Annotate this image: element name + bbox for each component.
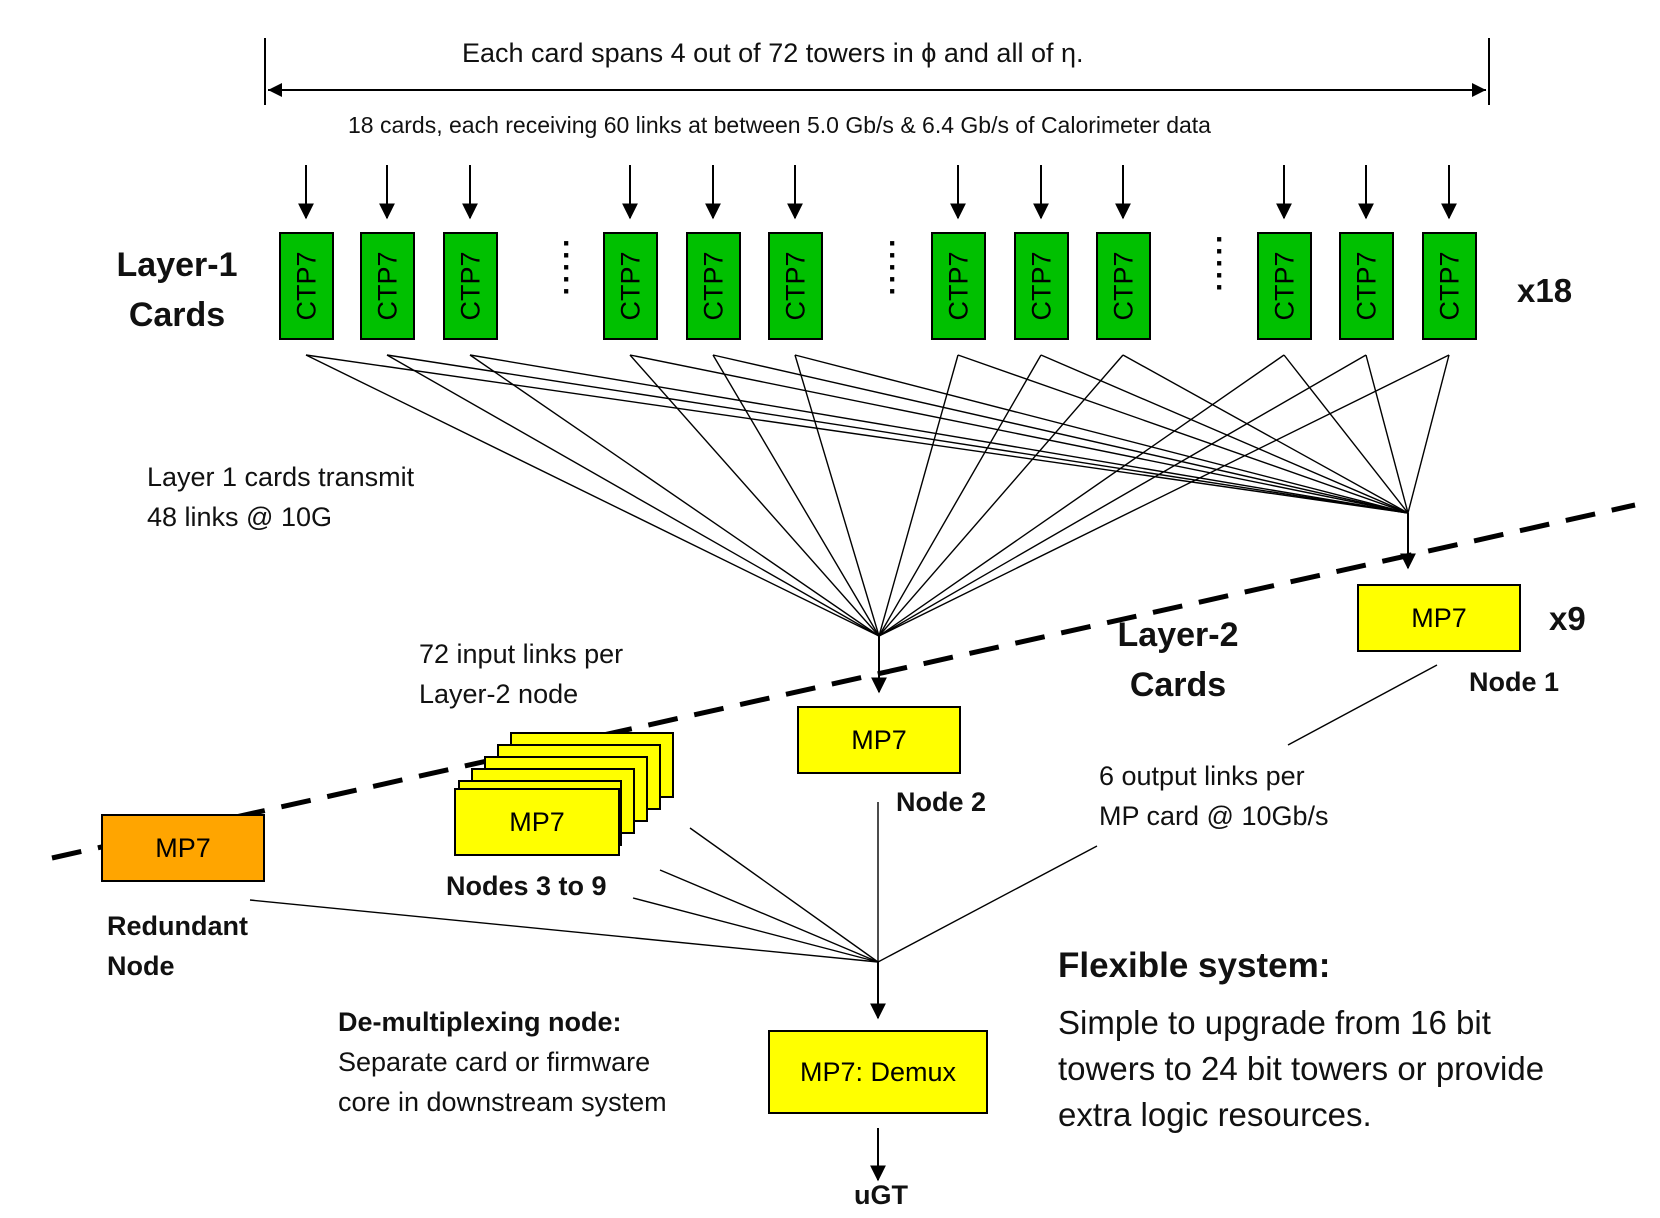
mp7-demux: MP7: Demux bbox=[768, 1030, 988, 1114]
ctp7-card: CTP7 bbox=[360, 232, 415, 340]
layer1-transmit-note: Layer 1 cards transmit 48 links @ 10G bbox=[147, 457, 414, 537]
layer1-link-line bbox=[1040, 354, 1409, 514]
node1-label: Node 1 bbox=[1469, 667, 1560, 697]
redundant-label: Redundant Node bbox=[107, 906, 248, 986]
layer1-to-layer2-links bbox=[305, 354, 1450, 637]
ctp7-label: CTP7 bbox=[1026, 251, 1056, 321]
layer2-multiplier: x9 bbox=[1549, 600, 1586, 637]
transmit-line1: Layer 1 cards transmit bbox=[147, 462, 415, 492]
ellipsis-dots: ····· bbox=[1215, 223, 1225, 304]
ctp7-card: CTP7 bbox=[1014, 232, 1069, 340]
nodes39-label: Nodes 3 to 9 bbox=[446, 871, 607, 901]
mp7-redundant-node: MP7 bbox=[101, 814, 265, 882]
ctp7-label: CTP7 bbox=[1434, 251, 1464, 321]
ctp7-label: CTP7 bbox=[1351, 251, 1381, 321]
ctp7-card: CTP7 bbox=[931, 232, 986, 340]
output-line2: MP card @ 10Gb/s bbox=[1099, 801, 1329, 831]
ctp7-card: CTP7 bbox=[686, 232, 741, 340]
ctp7-card: CTP7 bbox=[1339, 232, 1394, 340]
layer1-link-line bbox=[878, 354, 959, 637]
ctp7-card: CTP7 bbox=[768, 232, 823, 340]
output-line1: 6 output links per bbox=[1099, 761, 1305, 791]
layer1-link-line bbox=[629, 354, 880, 637]
ctp7-card: CTP7 bbox=[443, 232, 498, 340]
transmit-line2: 48 links @ 10G bbox=[147, 502, 332, 532]
ctp7-label: CTP7 bbox=[698, 251, 728, 321]
ctp7-label: CTP7 bbox=[615, 251, 645, 321]
layer2-title-line1: Layer-2 bbox=[1117, 616, 1239, 654]
layer1-link-line bbox=[1122, 354, 1409, 514]
layer1-link-line bbox=[305, 354, 880, 637]
layer2-dashed-divider bbox=[51, 502, 1636, 861]
layer1-link-line bbox=[1407, 354, 1450, 514]
layer1-link-line bbox=[469, 354, 880, 637]
redundant-line2: Node bbox=[107, 951, 175, 981]
ctp7-label: CTP7 bbox=[1269, 251, 1299, 321]
ctp7-card: CTP7 bbox=[279, 232, 334, 340]
flexible-line1: Simple to upgrade from 16 bit bbox=[1058, 1004, 1491, 1041]
layer1-link-line bbox=[305, 354, 1409, 514]
ctp7-label: CTP7 bbox=[780, 251, 810, 321]
layer1-link-line bbox=[712, 354, 1409, 514]
ctp7-label: CTP7 bbox=[455, 251, 485, 321]
node2-label: Node 2 bbox=[896, 787, 987, 817]
ellipsis-dots: ····· bbox=[888, 227, 898, 308]
layer1-title-line1: Layer-1 bbox=[116, 246, 238, 284]
layer1-link-line bbox=[878, 354, 1042, 637]
ellipsis-dots: ····· bbox=[562, 227, 572, 308]
layer1-link-line bbox=[957, 354, 1409, 514]
flexible-line2: towers to 24 bit towers or provide bbox=[1058, 1050, 1545, 1087]
layer2-title: Layer-2 Cards bbox=[1108, 610, 1248, 710]
ctp7-label: CTP7 bbox=[291, 251, 321, 321]
layer1-title-line2: Cards bbox=[128, 296, 226, 334]
demux-title: De-multiplexing node: bbox=[338, 1007, 622, 1037]
layer1-link-line bbox=[712, 354, 880, 637]
input-line1: 72 input links per bbox=[419, 639, 624, 669]
layer1-link-line bbox=[1365, 354, 1409, 514]
layer2-title-line2: Cards bbox=[1129, 666, 1227, 704]
demux-line1: Separate card or firmware bbox=[338, 1047, 651, 1077]
layer2-output-links bbox=[249, 664, 1438, 963]
layer1-link-line bbox=[469, 354, 1409, 514]
ctp7-label: CTP7 bbox=[943, 251, 973, 321]
layer1-link-line bbox=[794, 354, 880, 637]
ctp7-card: CTP7 bbox=[1422, 232, 1477, 340]
ctp7-label: CTP7 bbox=[1108, 251, 1138, 321]
demux-note: De-multiplexing node: Separate card or f… bbox=[338, 1002, 667, 1122]
flexible-line3: extra logic resources. bbox=[1058, 1096, 1372, 1133]
layer1-title: Layer-1 Cards bbox=[107, 240, 247, 340]
layer1-link-line bbox=[878, 354, 1285, 637]
demux-line2: core in downstream system bbox=[338, 1087, 667, 1117]
layer1-link-line bbox=[629, 354, 1409, 514]
calorimeter-input-arrows bbox=[298, 165, 1457, 220]
layer1-link-line bbox=[878, 354, 1124, 637]
ctp7-card: CTP7 bbox=[603, 232, 658, 340]
mp7-node2: MP7 bbox=[797, 706, 961, 774]
redundant-line1: Redundant bbox=[107, 911, 248, 941]
mp7-node1: MP7 bbox=[1357, 584, 1521, 652]
ctp7-card: CTP7 bbox=[1257, 232, 1312, 340]
flexible-description: Simple to upgrade from 16 bit towers to … bbox=[1058, 1000, 1544, 1138]
span-description: Each card spans 4 out of 72 towers in ϕ … bbox=[462, 38, 1084, 68]
ctp7-card: CTP7 bbox=[1096, 232, 1151, 340]
ugt-label: uGT bbox=[854, 1180, 908, 1210]
layer1-link-line bbox=[878, 354, 1367, 637]
layer1-link-line bbox=[386, 354, 880, 637]
input-line2: Layer-2 node bbox=[419, 679, 579, 709]
layer1-multiplier: x18 bbox=[1517, 272, 1573, 309]
output-links-note: 6 output links per MP card @ 10Gb/s bbox=[1099, 756, 1329, 836]
ctp7-label: CTP7 bbox=[372, 251, 402, 321]
input-links-note: 72 input links per Layer-2 node bbox=[419, 634, 623, 714]
mp7-nodes-3-9: MP7 bbox=[454, 788, 620, 856]
layer1-link-line bbox=[386, 354, 1409, 514]
span-dimension-arrow bbox=[264, 38, 1490, 105]
cards-description: 18 cards, each receiving 60 links at bet… bbox=[348, 112, 1211, 138]
layer1-link-line bbox=[878, 354, 1450, 637]
flexible-title: Flexible system: bbox=[1058, 946, 1331, 985]
layer1-link-line bbox=[1283, 354, 1409, 514]
layer1-link-line bbox=[794, 354, 1409, 514]
